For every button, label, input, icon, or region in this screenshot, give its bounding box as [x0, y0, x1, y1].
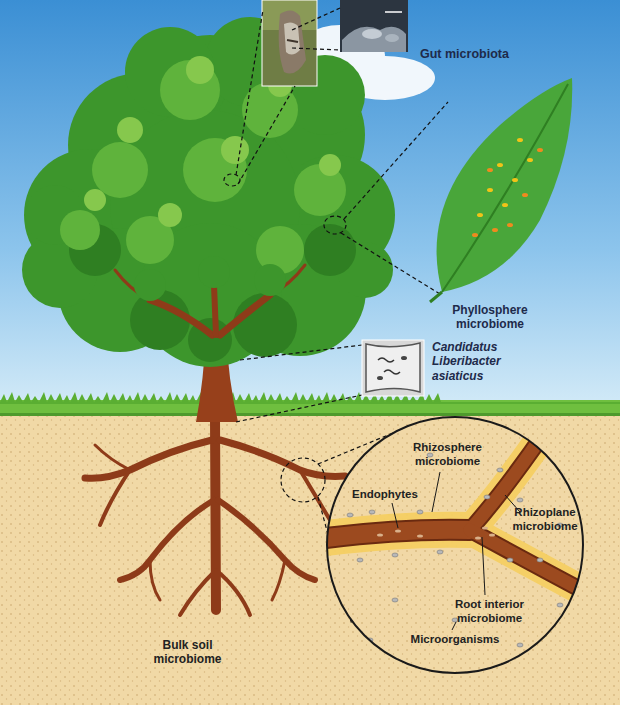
tree-crown	[22, 17, 395, 367]
root-zoom-circle	[310, 417, 585, 673]
label-text: Microorganisms	[400, 633, 510, 647]
label-text: Bulk soil microbiome	[140, 638, 235, 667]
sky	[0, 0, 620, 415]
label-text: Candidatus Liberibacter asiaticus	[432, 340, 517, 383]
label-text: Phyllosphere microbiome	[440, 303, 540, 332]
grass	[0, 392, 620, 416]
leaf	[430, 78, 572, 302]
label-text: Gut microbiota	[420, 47, 550, 62]
label-text: Rhizoplane microbiome	[512, 506, 578, 534]
insect-photo	[262, 0, 317, 86]
gut-microbiota-image	[340, 0, 408, 52]
label-text: Endophytes	[352, 488, 432, 502]
label-text: Rhizosphere microbiome	[405, 441, 490, 469]
label-text: Root interior microbiome	[447, 598, 532, 626]
tree-roots	[85, 418, 345, 615]
soil	[0, 412, 620, 705]
clas-micrograph	[362, 340, 424, 396]
